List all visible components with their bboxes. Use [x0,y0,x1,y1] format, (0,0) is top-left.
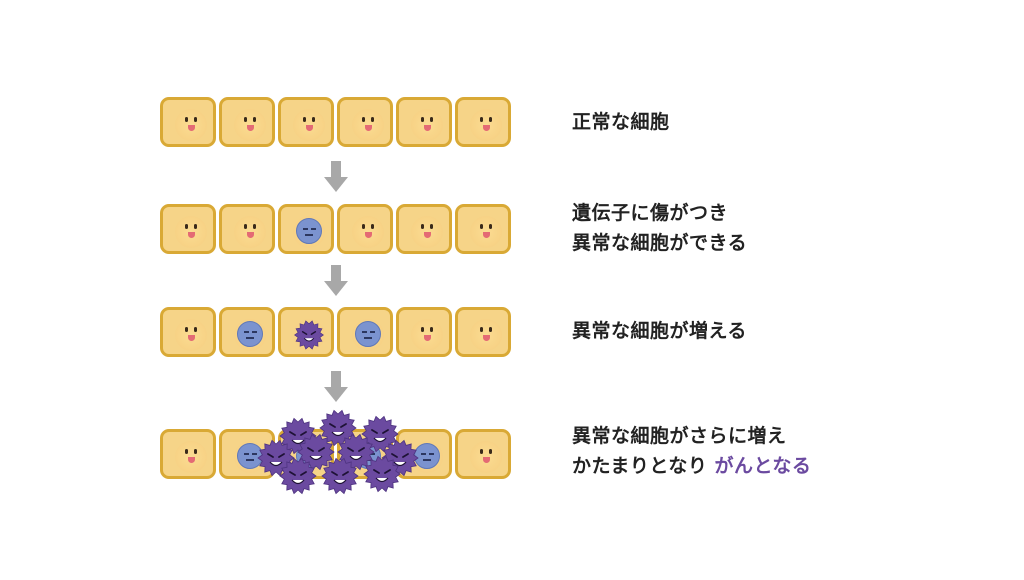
normal-cell [219,97,275,147]
smiling-face-icon [417,323,437,345]
smiling-face-icon [181,323,201,345]
smiling-face-icon [240,220,260,242]
cancer-cell-icon [363,455,401,493]
cancer-cell [297,433,335,471]
label-cancer-accent: がんとなる [714,455,812,477]
smiling-face-icon [476,113,496,135]
abnormal-cell-icon [296,218,322,244]
abnormal-cell [278,204,334,254]
cancer-cell-icon [297,433,335,471]
cell-row-gene-damage [160,204,512,256]
cancer-cell-icon [321,457,359,495]
down-arrow-icon [324,161,348,192]
cancer-cell-icon [319,409,357,447]
cancer-cell [321,457,359,495]
smiling-face-icon [181,445,201,467]
label-cancer-line2-prefix: かたまりとなり [572,455,715,477]
normal-cell [455,97,511,147]
cell-row-abnormal-increase [160,307,512,359]
normal-cell [160,204,216,254]
smiling-face-icon [240,113,260,135]
smiling-face-icon [358,220,378,242]
normal-cell [160,429,216,479]
abnormal-cell-icon [237,443,263,469]
cancer-cell [361,415,399,453]
cancer-cell [319,409,357,447]
normal-cell [337,97,393,147]
down-arrow-icon [324,265,348,296]
label-gene-damage-line1: 遺伝子に傷がつき [572,202,729,224]
smiling-face-icon [417,220,437,242]
cancer-cell-icon [294,320,324,350]
cancer-cell [279,457,317,495]
normal-cell [455,307,511,357]
smiling-face-icon [181,220,201,242]
smiling-face-icon [181,113,201,135]
cancer-cell-icon [279,457,317,495]
normal-cell [278,97,334,147]
normal-cell [337,204,393,254]
smiling-face-icon [476,323,496,345]
label-gene-damage-line2: 異常な細胞ができる [572,232,748,254]
normal-cell [396,204,452,254]
normal-cell [160,307,216,357]
cancer-cell-icon [361,415,399,453]
cancer-cell-icon [337,433,375,471]
cancer-cell [337,433,375,471]
label-cancer-line1: 異常な細胞がさらに増え [572,425,787,447]
smiling-face-icon [476,220,496,242]
label-normal-cells: 正常な細胞 [572,111,670,133]
normal-cell [219,204,275,254]
cancer-cell [278,307,334,357]
label-abnormal-increase: 異常な細胞が増える [572,320,747,342]
cancer-cell [363,455,401,493]
normal-cell [455,429,511,479]
normal-cell [396,307,452,357]
smiling-face-icon [358,113,378,135]
abnormal-cell [337,307,393,357]
normal-cell [455,204,511,254]
normal-cell [160,97,216,147]
smiling-face-icon [299,113,319,135]
down-arrow-icon [324,371,348,402]
abnormal-cell-icon [355,321,381,347]
cell-row-normal [160,97,512,149]
smiling-face-icon [476,445,496,467]
label-cancer-line2: かたまりとなり がんとなる [572,451,811,481]
abnormal-cell [219,307,275,357]
abnormal-cell-icon [237,321,263,347]
smiling-face-icon [417,113,437,135]
normal-cell [396,97,452,147]
